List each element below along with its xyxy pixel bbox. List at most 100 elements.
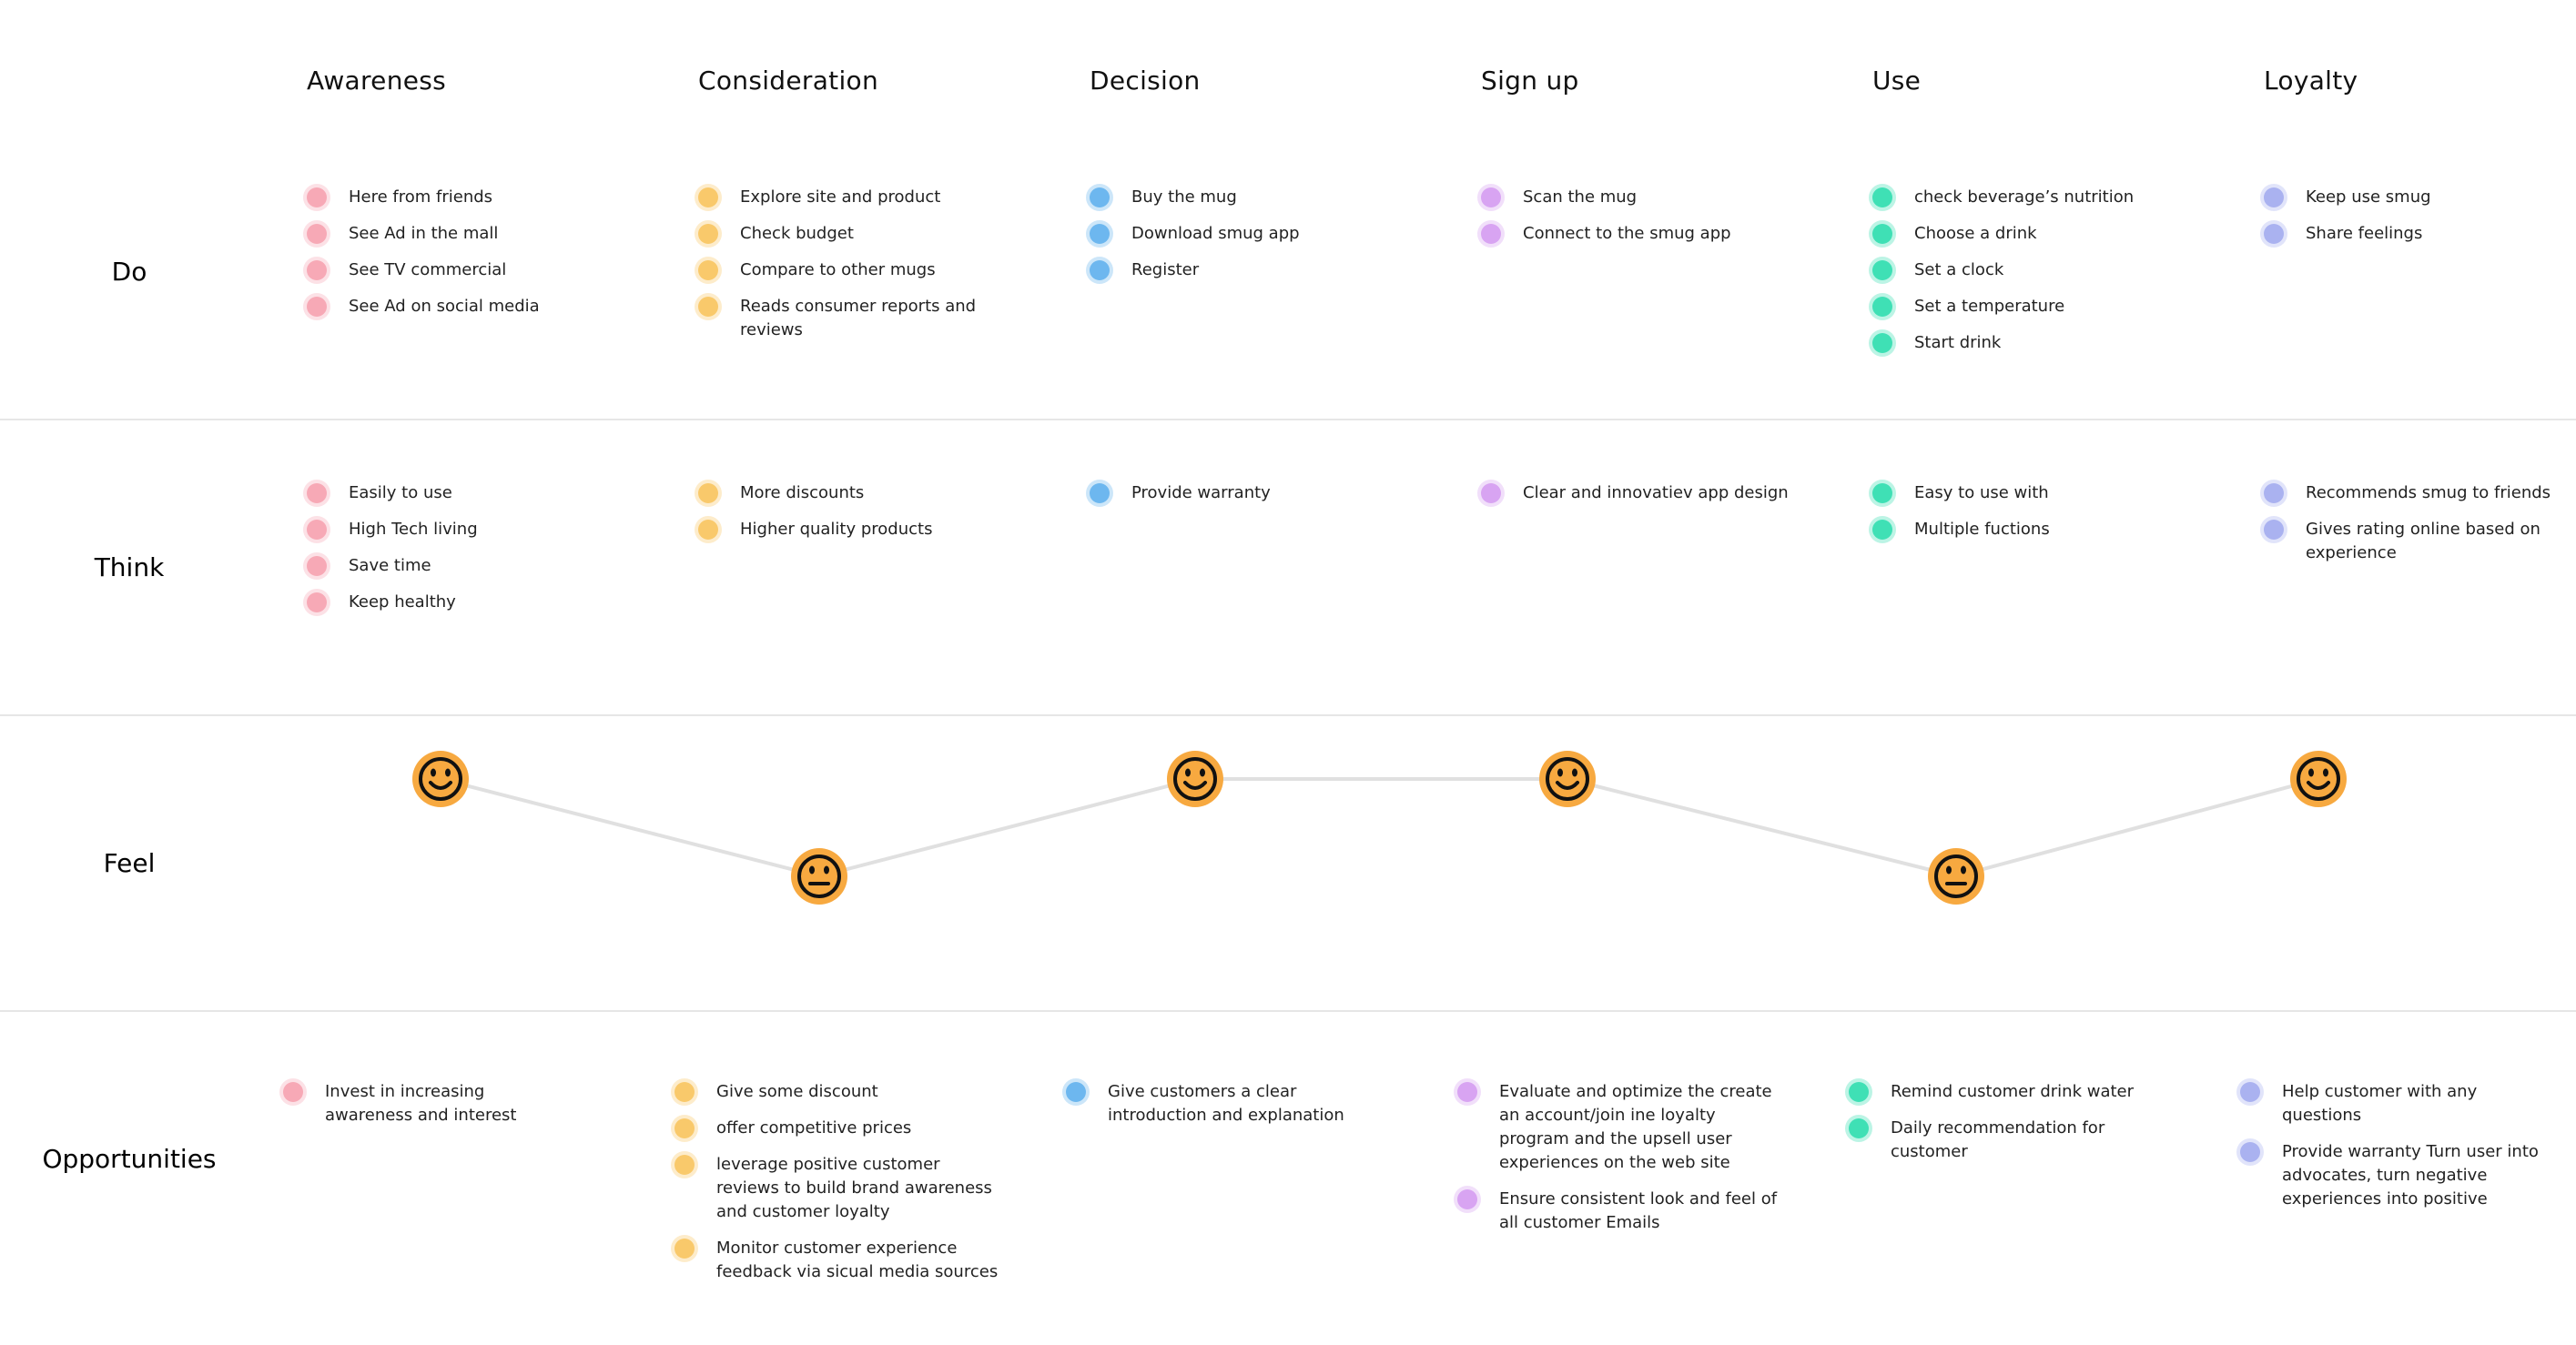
bullet-dot-icon [1090,187,1110,207]
list-item-label: Register [1131,260,1200,279]
bullet-dot-icon [307,260,327,280]
bullet-dot-icon [2240,1082,2260,1102]
opportunities-cell-consideration: Give some discount offer competitive pric… [671,1078,1002,1297]
list-item-label: leverage positive customer reviews to bu… [716,1155,992,1221]
list-item: Compare to other mugs [695,257,1026,284]
list-item-label: Set a temperature [1914,297,2065,316]
smiley-neutral-icon [791,848,847,905]
stage-title-loyalty: Loyalty [2264,66,2358,96]
stage-title-awareness: Awareness [307,66,447,96]
bullet-dot-icon [1872,333,1892,353]
stage-title-sign-up: Sign up [1481,66,1579,96]
bullet-dot-icon [1066,1082,1086,1102]
list-item-label: Daily recommendation for customer [1891,1118,2105,1161]
bullet-dot-icon [1481,224,1501,244]
list-item: Recommends smug to friends [2260,480,2573,507]
list-item: check beverage’s nutrition [1869,184,2200,211]
list-item-label: Keep use smug [2306,187,2431,207]
row-label-think: Think [94,552,165,582]
bullet-dot-icon [1090,224,1110,244]
feel-curve-segment [1955,777,2319,878]
bullet-dot-icon [1872,260,1892,280]
list-item: Higher quality products [695,516,1026,543]
list-item-label: Ensure consistent look and feel of all c… [1499,1189,1778,1232]
list-item-label: More discounts [740,483,865,502]
list-item: Multiple fuctions [1869,516,2200,543]
list-item-label: Download smug app [1131,224,1300,243]
list-item-label: Compare to other mugs [740,260,936,279]
list-item-label: Provide warranty [1131,483,1271,502]
list-item-label: Easily to use [349,483,452,502]
think-cell-sign-up: Clear and innovatiev app design [1477,480,1809,518]
list-item-label: Help customer with any questions [2282,1082,2478,1125]
list-item-label: check beverage’s nutrition [1914,187,2135,207]
list-item: Choose a drink [1869,220,2200,248]
list-item-label: See Ad on social media [349,297,540,316]
bullet-dot-icon [307,224,327,244]
list-item: See TV commercial [303,257,598,284]
bullet-dot-icon [674,1118,695,1138]
list-item: Provide warranty Turn user into advocate… [2236,1138,2550,1211]
list-item: Start drink [1869,329,2200,357]
list-item: Easy to use with [1869,480,2200,507]
list-item: Save time [303,552,598,580]
bullet-dot-icon [674,1155,695,1175]
stage-title-consideration: Consideration [698,66,878,96]
bullet-dot-icon [307,592,327,612]
list-item: Help customer with any questions [2236,1078,2550,1128]
stage-title-decision: Decision [1090,66,1201,96]
list-item: Clear and innovatiev app design [1477,480,1809,507]
bullet-dot-icon [307,520,327,540]
list-item: Remind customer drink water [1845,1078,2176,1106]
list-item: Reads consumer reports and reviews [695,293,1026,342]
list-item-label: High Tech living [349,520,478,539]
list-item: Give some discount [671,1078,1002,1106]
list-item: Explore site and product [695,184,1026,211]
think-cell-decision: Provide warranty [1086,480,1417,518]
bullet-dot-icon [1849,1118,1869,1138]
list-item-label: Save time [349,556,431,575]
bullet-dot-icon [698,260,718,280]
smiley-happy-icon [2290,751,2347,807]
list-item-label: Buy the mug [1131,187,1237,207]
list-item: Scan the mug [1477,184,1809,211]
list-item-label: Multiple fuctions [1914,520,2050,539]
list-item: Share feelings [2260,220,2573,248]
list-item-label: Share feelings [2306,224,2423,243]
list-item: See Ad on social media [303,293,598,320]
list-item-label: See Ad in the mall [349,224,499,243]
list-item: Keep healthy [303,589,598,616]
bullet-dot-icon [1481,187,1501,207]
bullet-dot-icon [2264,483,2284,503]
bullet-dot-icon [1090,483,1110,503]
stage-title-use: Use [1872,66,1922,96]
bullet-dot-icon [1872,187,1892,207]
list-item-label: Choose a drink [1914,224,2037,243]
bullet-dot-icon [307,297,327,317]
list-item: Give customers a clear introduction and … [1062,1078,1394,1128]
list-item-label: Evaluate and optimize the create an acco… [1499,1082,1772,1172]
row-divider [0,419,2576,420]
list-item: Buy the mug [1086,184,1417,211]
list-item: Keep use smug [2260,184,2573,211]
bullet-dot-icon [698,224,718,244]
bullet-dot-icon [1872,297,1892,317]
list-item: Gives rating online based on experience [2260,516,2573,565]
list-item: Monitor customer experience feedback via… [671,1235,1002,1284]
list-item-label: Clear and innovatiev app design [1523,483,1789,502]
feel-curve-segment [818,777,1196,878]
list-item: offer competitive prices [671,1115,1002,1142]
list-item: Download smug app [1086,220,1417,248]
bullet-dot-icon [698,297,718,317]
list-item-label: Easy to use with [1914,483,2049,502]
bullet-dot-icon [1872,483,1892,503]
list-item-label: Invest in increasing awareness and inter… [325,1082,517,1125]
bullet-dot-icon [307,556,327,576]
opportunities-cell-decision: Give customers a clear introduction and … [1062,1078,1394,1140]
feel-curve-segment [440,777,820,878]
list-item-label: Monitor customer experience feedback via… [716,1239,999,1281]
